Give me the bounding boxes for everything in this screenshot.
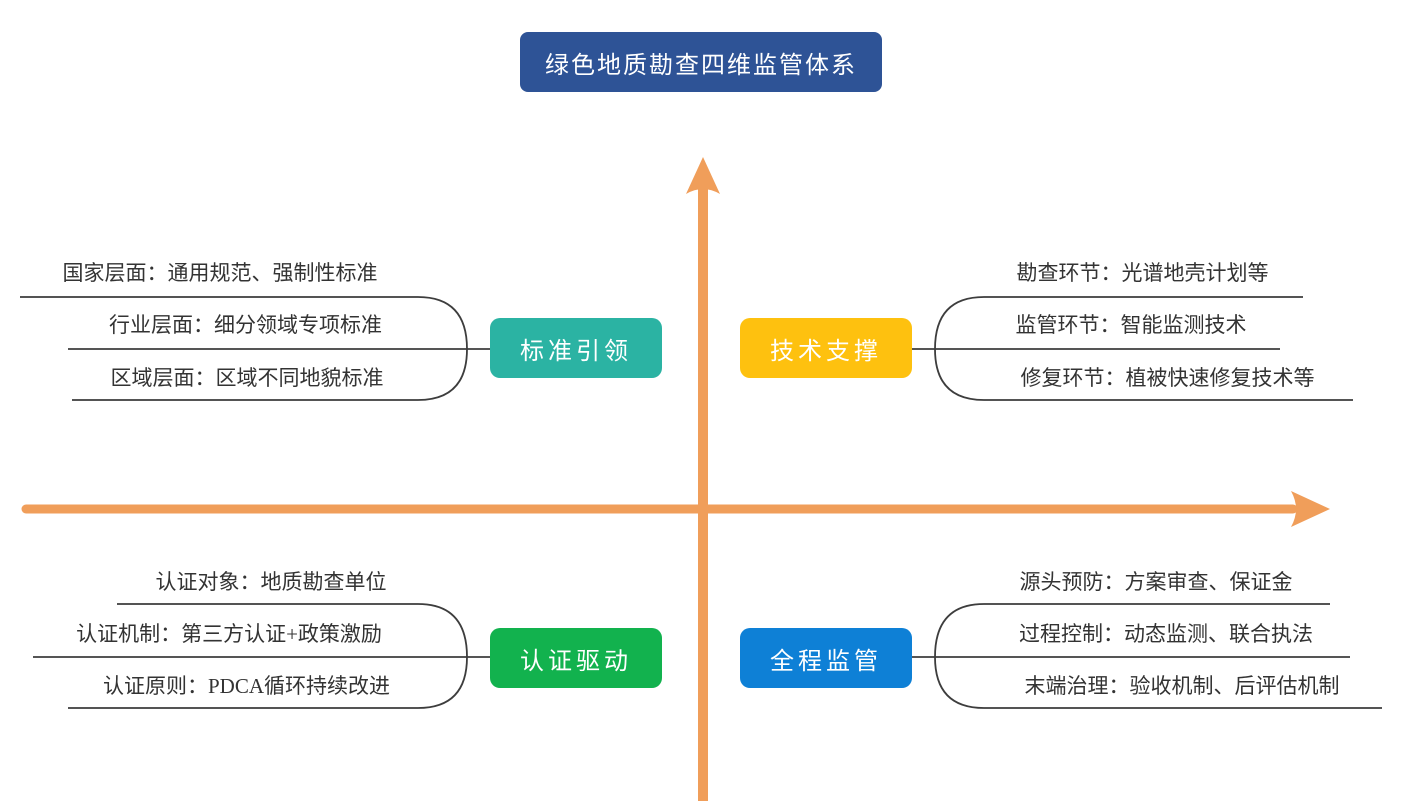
- item-certification-principle: 认证原则：PDCA循环持续改进: [102, 674, 391, 698]
- item-industry-level: 行业层面：细分领域专项标准: [109, 313, 382, 337]
- item-certification-mechanism: 认证机制：第三方认证+政策激励: [76, 622, 382, 646]
- y-axis-arrowhead-icon: [686, 157, 720, 194]
- bracket-top-left-upper: [20, 296, 468, 350]
- item-national-level: 国家层面：通用规范、强制性标准: [62, 261, 378, 285]
- bracket-bottom-right-upper: [934, 603, 1330, 658]
- diagram-title: 绿色地质勘查四维监管体系: [520, 32, 882, 92]
- bracket-top-left-lower: [72, 348, 468, 401]
- bracket-bottom-left-lower: [68, 656, 468, 709]
- item-end-governance: 末端治理：验收机制、后评估机制: [1024, 674, 1340, 698]
- node-standard-leading: 标准引领: [490, 318, 662, 378]
- bracket-top-right-lower: [934, 348, 1353, 401]
- node-technology-support: 技术支撑: [740, 318, 912, 378]
- bracket-top-right-upper: [934, 296, 1303, 350]
- item-certification-object: 认证对象：地质勘查单位: [155, 570, 387, 594]
- bracket-bottom-right-lower: [934, 656, 1382, 709]
- item-restoration-stage: 修复环节：植被快速修复技术等: [1020, 366, 1315, 390]
- item-regional-level: 区域层面：区域不同地貌标准: [110, 366, 384, 390]
- item-exploration-stage: 勘查环节：光谱地壳计划等: [1016, 261, 1269, 285]
- x-axis-arrowhead-icon: [1291, 491, 1330, 527]
- node-certification-driven: 认证驱动: [490, 628, 662, 688]
- item-process-control: 过程控制：动态监测、联合执法: [1019, 622, 1313, 646]
- node-full-process-supervision: 全程监管: [740, 628, 912, 688]
- bracket-bottom-left-upper: [117, 603, 468, 658]
- item-source-prevention: 源头预防：方案审查、保证金: [1019, 570, 1293, 594]
- item-supervision-stage: 监管环节：智能监测技术: [1015, 313, 1247, 337]
